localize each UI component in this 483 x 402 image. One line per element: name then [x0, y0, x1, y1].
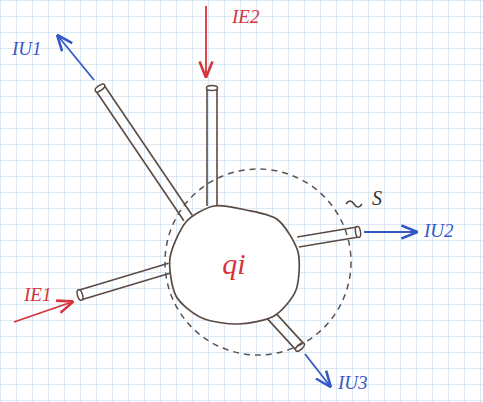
pipe-opening	[355, 226, 362, 238]
pipe-wall	[79, 263, 169, 290]
current-arrow	[205, 6, 207, 76]
pipes	[76, 83, 361, 353]
current-label: IU3	[338, 372, 368, 394]
current-arrow	[305, 354, 330, 386]
dashed-surface	[165, 169, 351, 355]
pipe	[76, 263, 171, 301]
charge-label: qi	[222, 247, 245, 281]
pipe-wall	[96, 91, 184, 221]
pipe-wall	[264, 315, 296, 350]
charge-region: qi	[166, 200, 302, 328]
current-arrow	[58, 36, 94, 80]
control-surface: Sqi	[163, 167, 353, 357]
pipe	[207, 86, 218, 207]
surface-label: S	[372, 187, 382, 210]
leader-tilde	[346, 201, 362, 207]
pipe-wall	[216, 88, 218, 206]
pipe-opening	[94, 83, 106, 93]
pipe-wall	[206, 88, 208, 206]
current-arrow	[364, 231, 416, 233]
pipe-wall	[81, 273, 171, 300]
pipe-wall	[104, 85, 192, 215]
current-label: IE1	[24, 284, 51, 306]
pipe	[94, 83, 192, 221]
charge-blob	[170, 206, 300, 324]
current-label: IU1	[12, 38, 42, 60]
pipe-opening	[76, 289, 84, 301]
current-label: IE2	[232, 6, 259, 28]
pipe-opening	[294, 341, 305, 352]
pipe-wall	[297, 227, 357, 237]
current-label: IU2	[424, 220, 454, 242]
pipe-opening	[207, 86, 218, 91]
pipe	[297, 226, 361, 247]
